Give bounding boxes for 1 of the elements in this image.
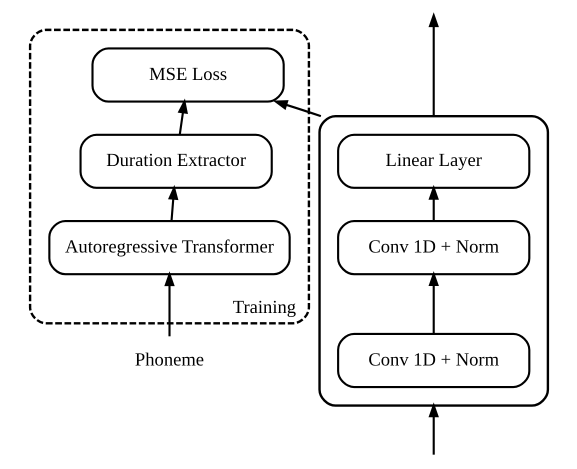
node-text: Phoneme <box>134 348 204 370</box>
